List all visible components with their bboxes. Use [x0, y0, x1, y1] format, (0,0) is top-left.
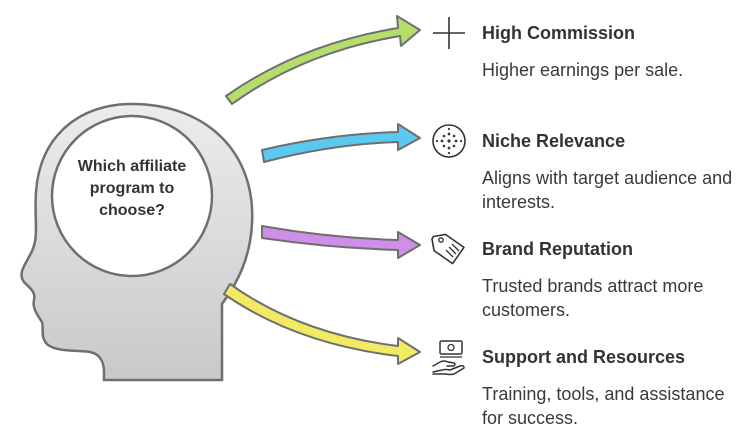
option-description: Training, tools, and assistance for succ… [482, 384, 725, 428]
money-hand-icon [432, 340, 465, 376]
option-title: Support and Resources [482, 347, 686, 367]
option-title: Brand Reputation [482, 239, 633, 259]
arrow-high-commission [225, 15, 421, 105]
option-title: High Commission [482, 23, 636, 43]
option-description: Aligns with target audience and interest… [482, 168, 733, 212]
question-circle [50, 114, 214, 278]
target-dots-icon [432, 124, 466, 158]
arrow-support-resources [223, 283, 421, 365]
price-tag-icon [431, 233, 465, 265]
arrow-brand-reputation [261, 225, 421, 259]
option-title: Niche Relevance [482, 131, 626, 151]
option-description: Trusted brands attract more customers. [482, 276, 704, 320]
arrow-niche-relevance [261, 123, 421, 163]
center-question: Which affiliate program to choose? [77, 158, 187, 219]
option-description: Higher earnings per sale. [482, 60, 684, 80]
plus-icon [433, 17, 465, 49]
